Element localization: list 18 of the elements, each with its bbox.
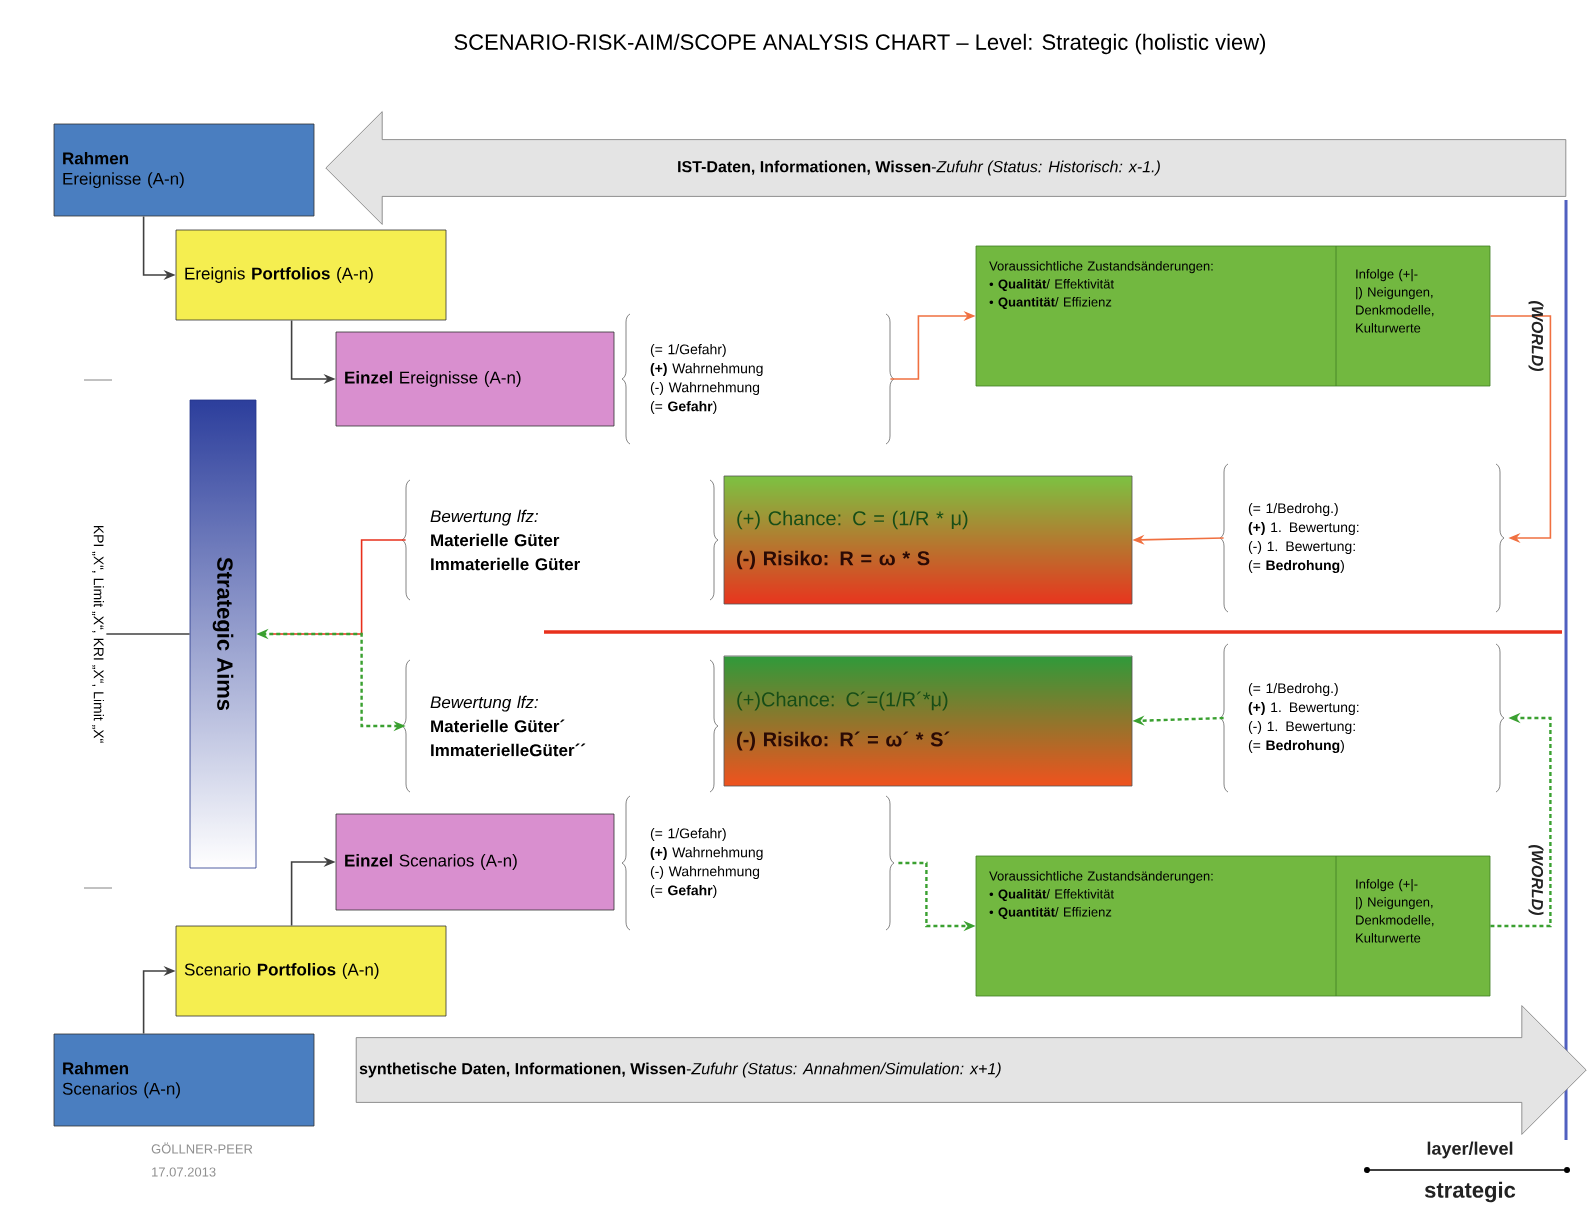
formula-box: (+) Chance: C = (1/R * μ) (-) Risiko: R = ω * S <box>723 475 1133 605</box>
process-box: Rahmen Scenarios (A-n) <box>53 1033 315 1127</box>
text-label: strategic <box>1424 1181 1516 1203</box>
brace-group: Bewertung lfz: Materielle Güter Immaterielle Güter <box>401 479 719 601</box>
process-box: Rahmen Ereignisse (A-n) <box>53 123 315 217</box>
arrow <box>1489 315 1552 544</box>
aims-bar: Strategic Aims <box>189 399 257 869</box>
process-box: Scenario Portfolios (A-n) <box>175 925 447 1017</box>
formula-box: (+)Chance: C´=(1/R´*μ) (-) Risiko: R´ = ω´ * S´ <box>723 655 1133 787</box>
process-box: Einzel Scenarios (A-n) <box>335 813 615 911</box>
brace-group: Bewertung lfz: Materielle Güter´ ImmaterielleGüter´´ <box>401 659 719 793</box>
title: SCENARIO-RISK-AIM/SCOPE ANALYSIS CHART – Level: Strategic (holistic view) <box>454 33 1266 55</box>
connector-line <box>105 633 191 635</box>
process-box: Einzel Ereignisse (A-n) <box>335 331 615 427</box>
rotated-label: (WORLD) <box>1528 845 1544 916</box>
rotated-label: (WORLD) <box>1528 301 1544 372</box>
process-box: Ereignis Portfolios (A-n) <box>175 229 447 321</box>
connector-line <box>271 539 407 635</box>
